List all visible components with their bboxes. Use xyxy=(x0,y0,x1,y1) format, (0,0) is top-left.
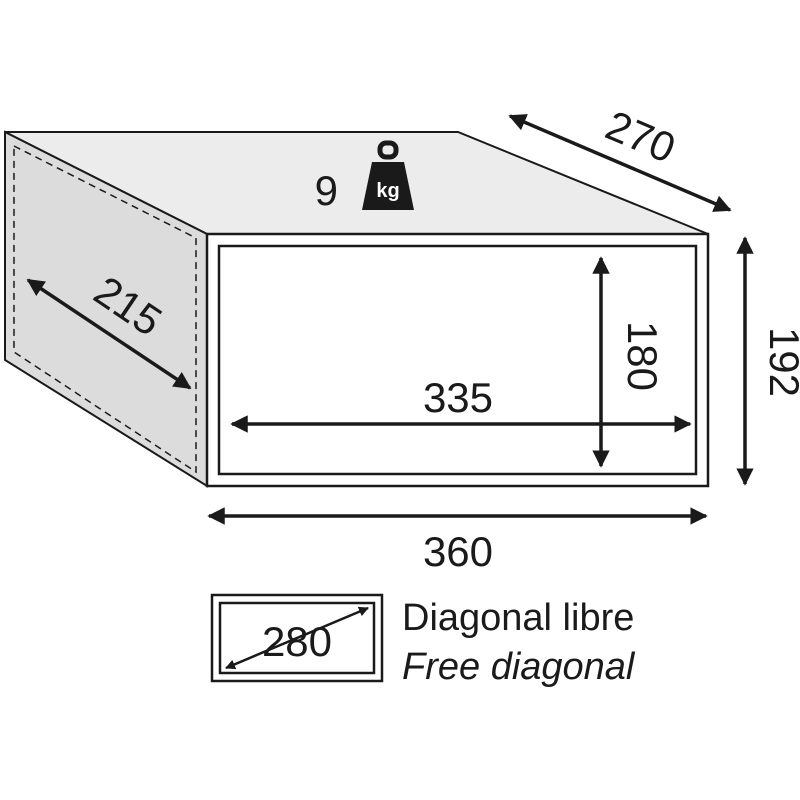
weight-unit: kg xyxy=(376,180,399,202)
side-dashed-outline xyxy=(13,145,197,474)
weight-value: 9 xyxy=(315,167,338,214)
depth-arrow xyxy=(508,114,732,212)
side-depth-arrow xyxy=(26,278,192,390)
inner-width-label: 335 xyxy=(423,374,493,421)
legend-diagonal-box xyxy=(210,593,384,683)
legend-diagonal-value: 280 xyxy=(262,618,332,665)
outer-width-label: 360 xyxy=(423,528,493,575)
weight-icon: kg xyxy=(362,140,414,210)
legend-label-fr: Diagonal libre xyxy=(402,597,634,639)
inner-height-label: 180 xyxy=(619,321,666,391)
box-front-opening xyxy=(217,244,698,476)
legend-label-en: Free diagonal xyxy=(402,646,636,688)
outer-height-label: 192 xyxy=(761,327,800,397)
legend-diagonal-arrow xyxy=(225,606,369,670)
depth-label: 270 xyxy=(599,101,682,172)
